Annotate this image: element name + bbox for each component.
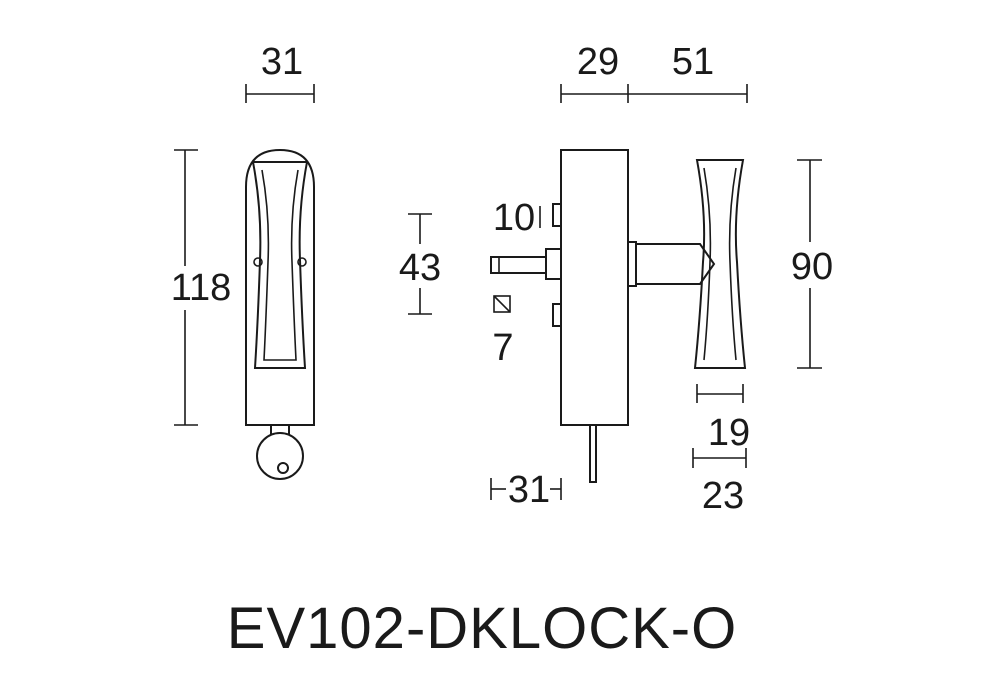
key-icon	[256, 424, 304, 480]
dim-label-front-height: 118	[171, 267, 232, 309]
dimension-grip-inner: 19	[696, 384, 750, 454]
front-handle-inner	[261, 169, 299, 361]
front-handle-grip	[252, 161, 308, 369]
dimension-handle-height: 90	[791, 159, 833, 369]
dim-label-bolt: 31	[508, 469, 550, 511]
dimension-square: 7	[492, 295, 514, 369]
dim-label-screw: 10	[493, 197, 535, 239]
dim-label-handle-height: 90	[791, 246, 833, 288]
side-handle-grip	[693, 159, 747, 369]
side-view	[490, 149, 747, 483]
dim-label-handle-projection: 51	[672, 41, 714, 83]
dim-label-base-depth: 29	[577, 41, 619, 83]
dimension-front-height: 118	[171, 149, 232, 426]
dimension-spindle-spacing: 43	[399, 213, 441, 315]
dimension-grip-outer: 23	[692, 448, 747, 517]
side-bolt	[589, 424, 597, 483]
dim-label-grip-inner: 19	[708, 412, 750, 454]
product-code: EV102-DKLOCK-O	[227, 596, 737, 661]
side-shaft	[635, 243, 716, 285]
dim-label-square: 7	[492, 327, 513, 369]
side-base	[560, 149, 629, 426]
front-view	[245, 148, 315, 480]
dim-label-spindle-spacing: 43	[399, 247, 441, 289]
dim-label-grip-outer: 23	[702, 475, 744, 517]
dimension-screw: 10	[493, 197, 541, 239]
front-rose-outline	[245, 148, 315, 426]
dimension-side-top: 29 51	[560, 41, 748, 103]
dimension-front-width: 31	[245, 41, 315, 103]
dimension-bolt: 31	[490, 469, 562, 511]
dim-label-front-width: 31	[261, 41, 303, 83]
